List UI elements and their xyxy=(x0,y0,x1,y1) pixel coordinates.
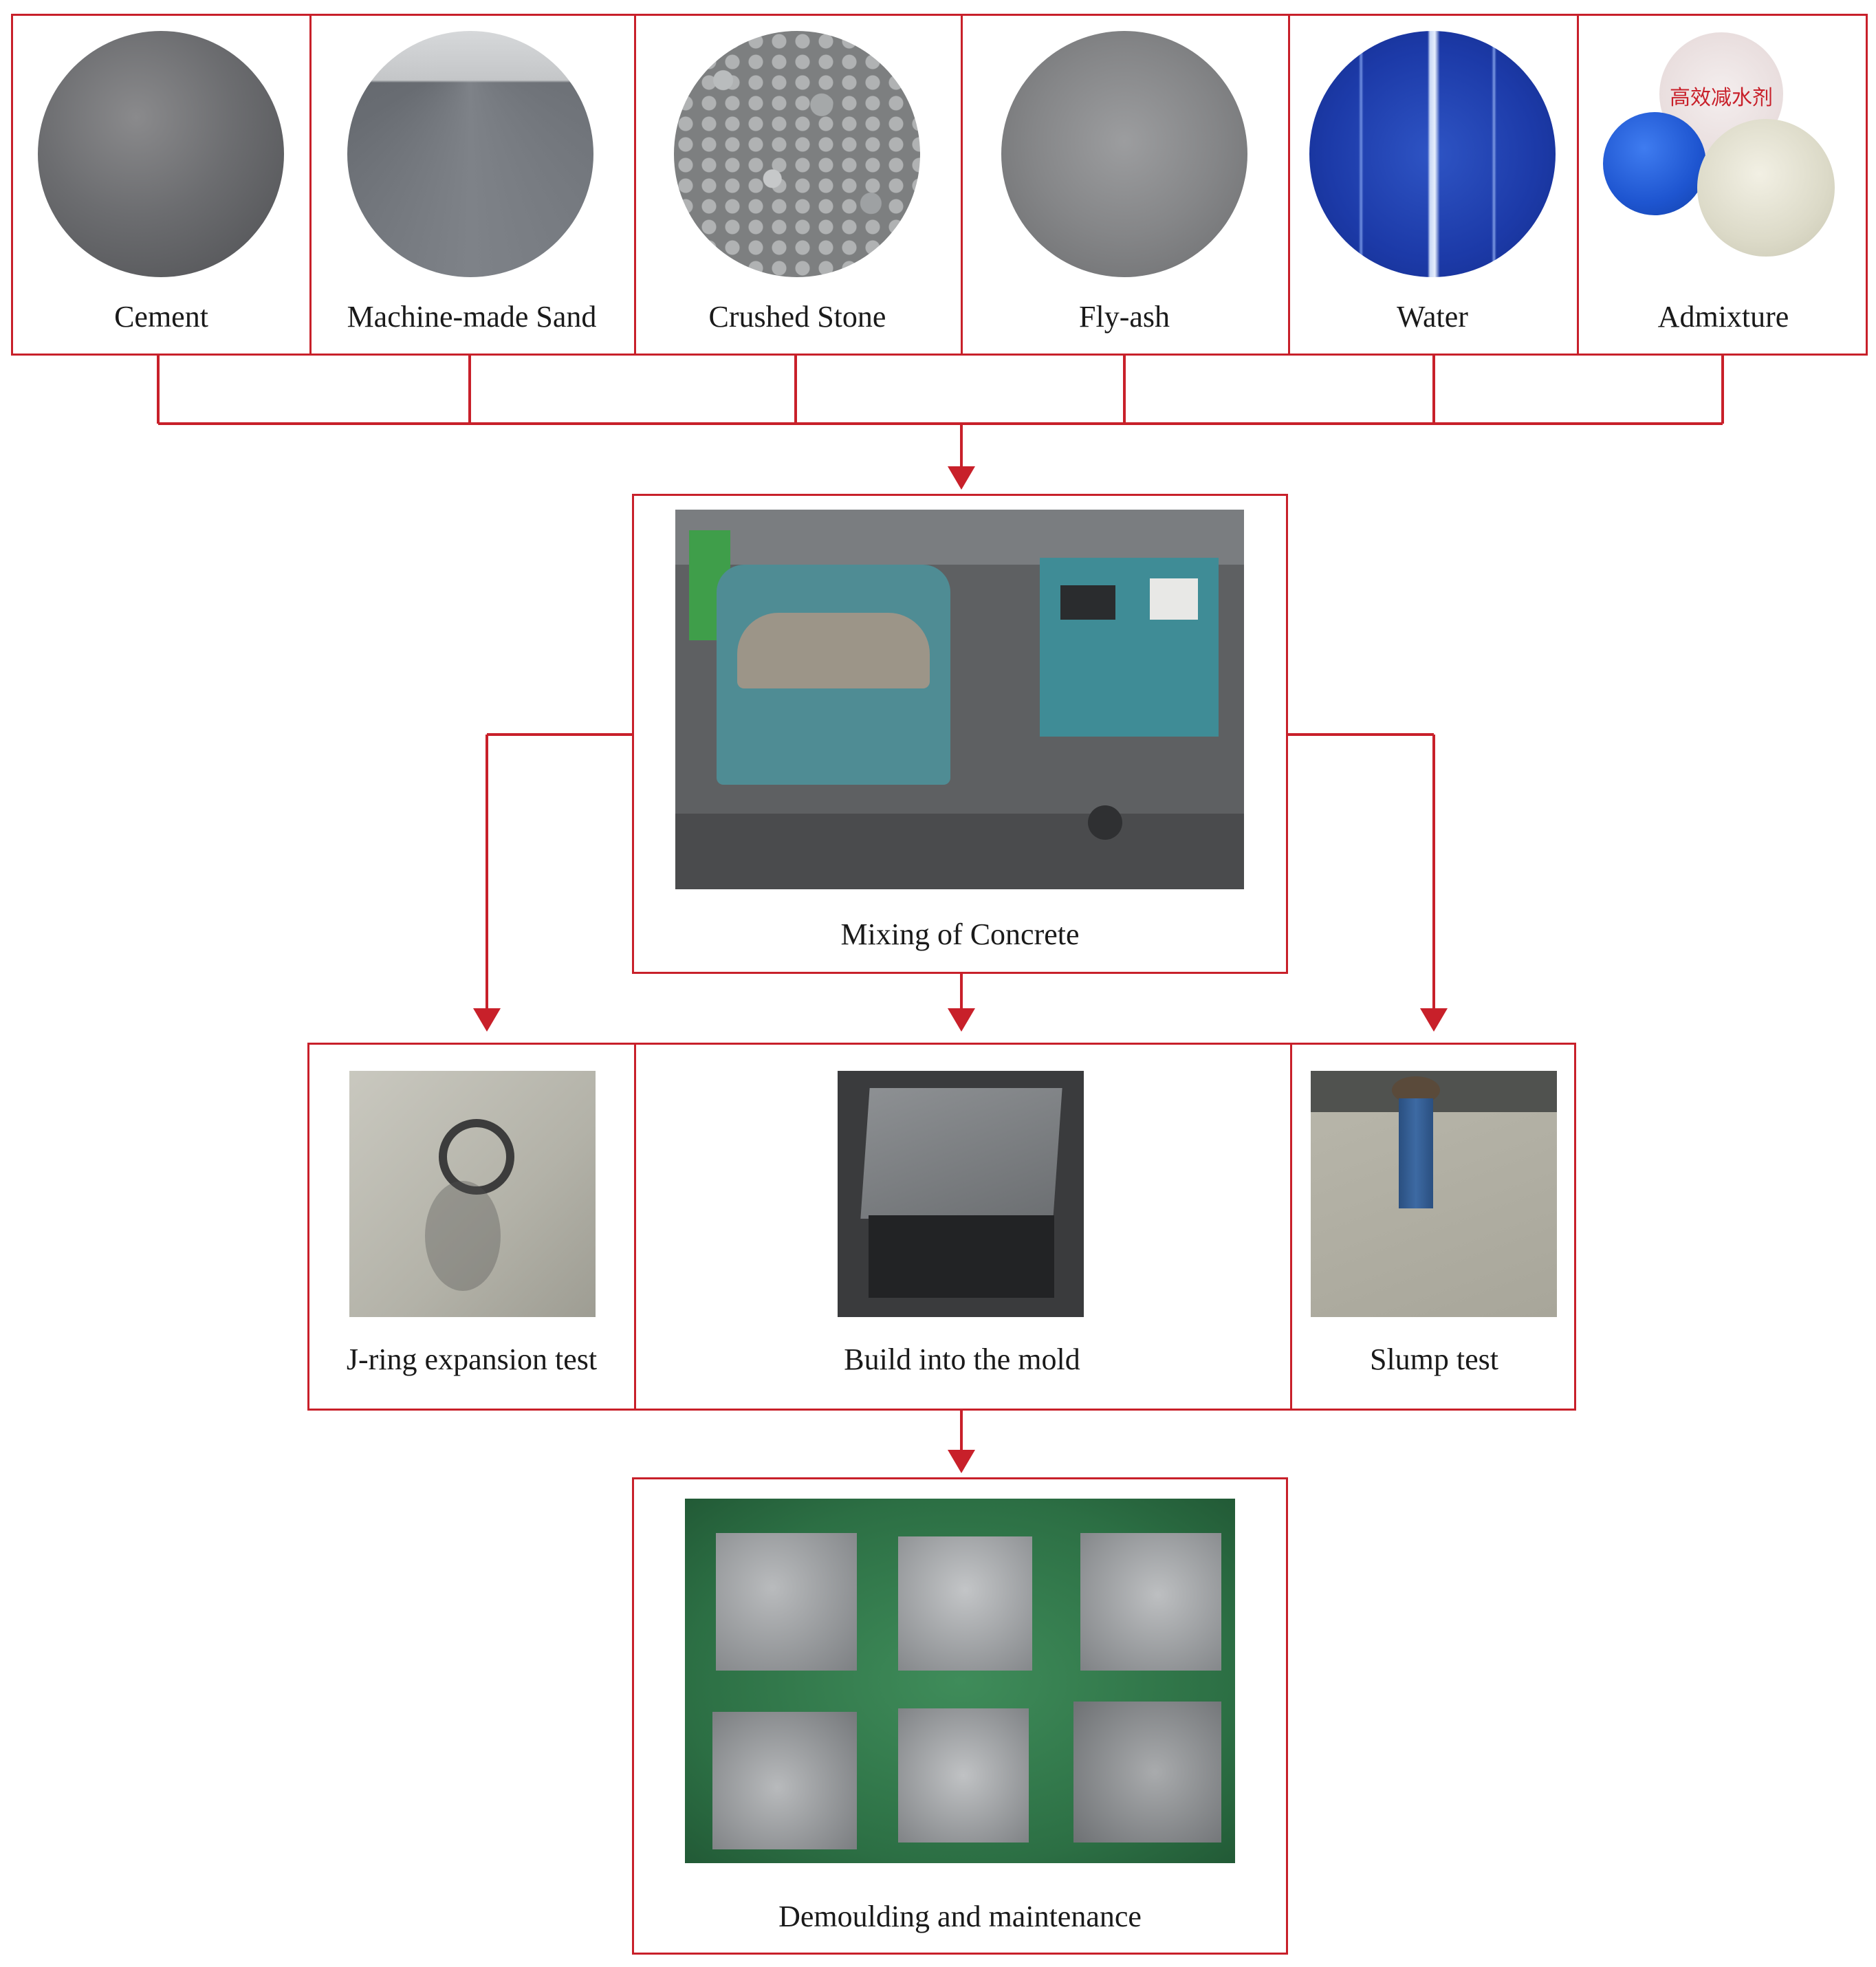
concrete-cube xyxy=(898,1708,1029,1843)
concrete-cube xyxy=(712,1712,857,1849)
concrete-cube xyxy=(1073,1702,1221,1843)
concrete-cube xyxy=(716,1533,857,1671)
tests-panel: J-ring expansion test Build into the mol… xyxy=(307,1043,1576,1411)
concrete-cube xyxy=(1080,1533,1221,1671)
material-label: Crushed Stone xyxy=(708,300,886,334)
liquid-beaker-photo xyxy=(1697,119,1835,257)
material-sand: Machine-made Sand xyxy=(309,16,634,354)
jring-label: J-ring expansion test xyxy=(346,1343,598,1376)
arrow-to-mold xyxy=(948,1008,975,1032)
arrow-to-slump xyxy=(1420,1008,1448,1032)
arrow-to-jring xyxy=(473,1008,501,1032)
mixing-panel: Mixing of Concrete xyxy=(632,494,1288,974)
crushed-stone-photo xyxy=(674,31,920,277)
slump-photo xyxy=(1311,1071,1557,1317)
material-fly-ash: Fly-ash xyxy=(961,16,1288,354)
concrete-mixer-photo xyxy=(675,510,1244,889)
arrow-to-demoulding xyxy=(948,1450,975,1473)
concrete-cube xyxy=(898,1536,1032,1671)
blue-barrel-photo xyxy=(1603,112,1706,215)
admixture-containers-photo: 高效减水剂 xyxy=(1577,16,1870,291)
test-jring: J-ring expansion test xyxy=(309,1045,634,1409)
material-label: Cement xyxy=(114,300,208,334)
test-slump: Slump test xyxy=(1290,1045,1578,1409)
admixture-bag-text: 高效减水剂 xyxy=(1670,86,1773,110)
material-crushed-stone: Crushed Stone xyxy=(634,16,961,354)
arrow-to-mixing xyxy=(948,466,975,490)
cement-powder-photo xyxy=(38,31,284,277)
material-cement: Cement xyxy=(13,16,309,354)
fly-ash-photo xyxy=(1001,31,1247,277)
mold-photo xyxy=(838,1071,1084,1317)
mixing-label: Mixing of Concrete xyxy=(840,917,1080,951)
water-photo xyxy=(1309,31,1556,277)
material-label: Water xyxy=(1397,300,1468,334)
material-water: Water xyxy=(1288,16,1577,354)
demoulding-label: Demoulding and maintenance xyxy=(778,1900,1142,1933)
material-label: Fly-ash xyxy=(1079,300,1170,334)
jring-photo xyxy=(349,1071,596,1317)
sand-pile-photo xyxy=(347,31,593,277)
material-admixture: 高效减水剂 Admixture xyxy=(1577,16,1870,354)
slump-label: Slump test xyxy=(1369,1343,1499,1376)
demoulding-panel: Demoulding and maintenance xyxy=(632,1477,1288,1955)
mold-label: Build into the mold xyxy=(844,1343,1080,1376)
cured-cubes-photo xyxy=(685,1499,1235,1863)
test-mold: Build into the mold xyxy=(634,1045,1290,1409)
material-label: Machine-made Sand xyxy=(347,300,597,334)
materials-panel: Cement Machine-made Sand Crushed Stone F… xyxy=(11,14,1868,356)
material-label: Admixture xyxy=(1657,300,1789,334)
